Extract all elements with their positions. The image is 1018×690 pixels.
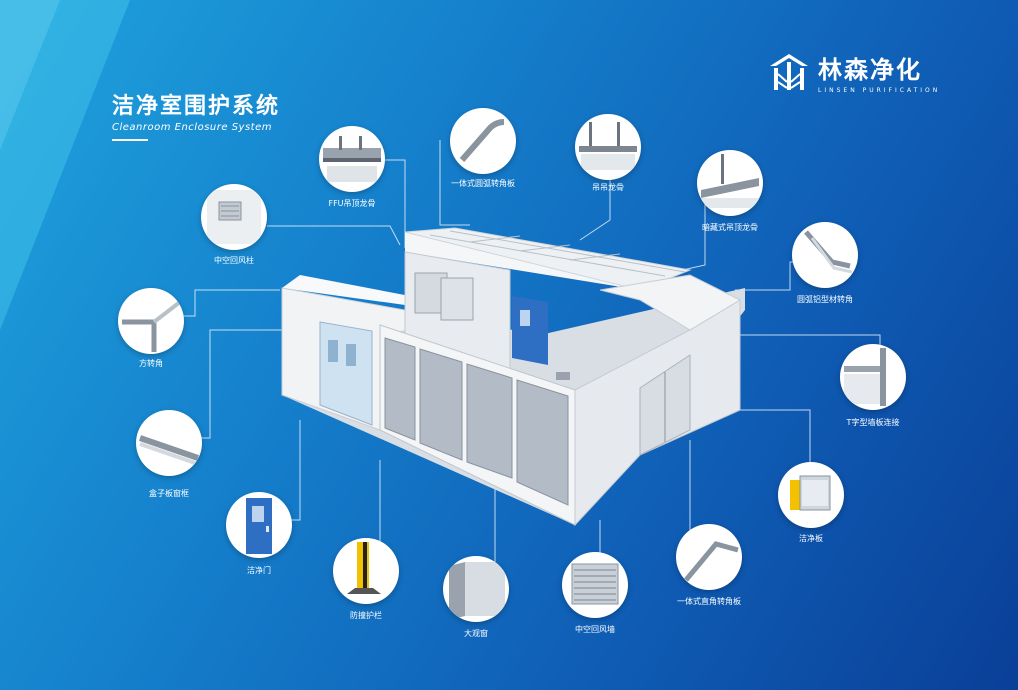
callout-anti-collision (333, 538, 399, 604)
brand-name: 林森净化 (818, 56, 922, 84)
label-arc-corner-top: 一体式圆弧转角板 (451, 179, 515, 188)
label-return-air-wall: 中空回风墙 (575, 625, 615, 634)
title-underline (112, 139, 148, 141)
label-right-angle-corner: 一体式直角转角板 (677, 597, 741, 606)
label-ffu: FFU吊顶龙骨 (328, 199, 376, 208)
box-window-icon (139, 435, 199, 466)
callout-hanger (575, 114, 641, 180)
label-hidden-ceiling: 暗藏式吊顶龙骨 (702, 223, 758, 232)
page-subtitle: Cleanroom Enclosure System (112, 122, 272, 133)
anti-collision-icon (347, 542, 381, 594)
callout-arc-corner-top (450, 108, 516, 174)
callout-arc-profile-corner (792, 222, 858, 288)
right-angle-corner-icon (684, 541, 739, 582)
label-anti-collision: 防撞护栏 (350, 611, 382, 620)
label-square-corner: 方转角 (139, 359, 163, 368)
callout-t-connector (840, 344, 906, 410)
return-air-column-icon (207, 190, 261, 244)
brand-subtitle: LINSEN PURIFICATION (818, 87, 941, 94)
callout-clean-panel (778, 462, 844, 528)
label-air-column: 中空回风柱 (214, 256, 254, 265)
callout-return-air-wall (562, 552, 628, 618)
arc-corner-icon (459, 119, 505, 162)
return-air-vent-icon (571, 563, 619, 605)
hidden-ceiling-icon (701, 154, 759, 208)
callout-hidden-ceiling (697, 150, 763, 216)
label-hanger: 吊吊龙骨 (592, 183, 624, 192)
callout-ffu (319, 126, 385, 192)
callout-observation-window (443, 556, 509, 622)
title-block: 洁净室围护系统 Cleanroom Enclosure System (112, 88, 280, 141)
callout-square-corner (118, 288, 184, 354)
page-title: 洁净室围护系统 (112, 94, 281, 119)
label-t-connector: T字型墙板连接 (846, 418, 900, 427)
clean-door-icon (246, 498, 272, 554)
label-clean-door: 洁净门 (247, 566, 271, 575)
callout-right-angle-corner (676, 524, 742, 590)
square-corner-icon (122, 300, 182, 352)
arc-profile-corner-icon (804, 230, 853, 274)
callout-box-window (136, 410, 202, 476)
label-observation-window: 大观窗 (464, 629, 488, 638)
label-clean-panel: 洁净板 (799, 534, 823, 543)
clean-panel-icon (790, 475, 831, 511)
observation-window-icon (449, 562, 505, 620)
hanger-icon (579, 122, 637, 170)
callout-air-column (201, 184, 267, 250)
label-box-window: 盒子板窗框 (149, 489, 189, 498)
forest-logo-icon (770, 54, 808, 90)
brand-logo: 林森净化 LINSEN PURIFICATION (768, 50, 940, 94)
ffu-ceiling-icon (323, 136, 381, 182)
label-arc-profile-corner: 圆弧铝型材转角 (797, 295, 853, 304)
callout-clean-door (226, 492, 292, 558)
t-connector-icon (844, 348, 886, 406)
